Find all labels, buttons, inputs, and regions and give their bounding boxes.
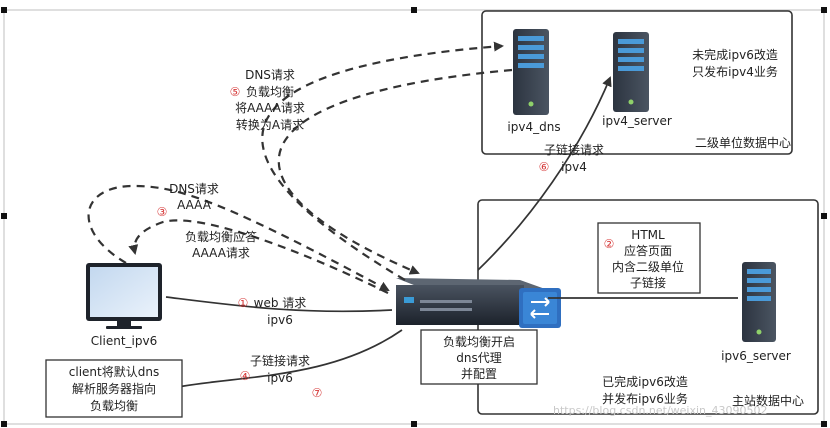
flow-lb-answer-line-2: AAAA请求 bbox=[192, 246, 250, 260]
lb-note-1: 负载均衡开启 bbox=[443, 335, 515, 349]
html-box-line-1: HTML bbox=[631, 228, 665, 242]
secondary-datacenter-box bbox=[481, 10, 793, 155]
main-datacenter-title: 主站数据中心 bbox=[732, 393, 804, 408]
ipv6-server-label: ipv6_server bbox=[721, 349, 791, 363]
html-box-line-3: 内含二级单位 bbox=[612, 259, 684, 274]
flow-lb-answer-line-1: 负载均衡应答 bbox=[185, 229, 257, 244]
flow-web-req-line-1: web 请求 bbox=[254, 296, 307, 310]
flow-lb-dns-line-1: DNS请求 bbox=[245, 68, 295, 82]
flow-dns-aaaa-line-1: DNS请求 bbox=[169, 182, 219, 196]
html-response-box bbox=[597, 222, 701, 294]
client-note-1: client将默认dns bbox=[69, 364, 159, 379]
client-label: Client_ipv6 bbox=[91, 334, 157, 348]
ipv4-dns-server-icon bbox=[513, 29, 549, 115]
flow-dns-aaaa-line-2: AAAA bbox=[177, 198, 212, 212]
step-1-number: ① bbox=[238, 296, 249, 310]
dashed-connections bbox=[87, 41, 513, 294]
main-note-1: 已完成ipv6改造 bbox=[602, 374, 688, 389]
client-note-3: 负载均衡 bbox=[90, 399, 138, 413]
lb-note-2: dns代理 bbox=[456, 351, 501, 365]
step-2-number: ② bbox=[604, 237, 615, 251]
flow-lb-dns-line-2: 负载均衡 bbox=[246, 85, 294, 99]
step-6-number: ⑥ bbox=[539, 160, 550, 174]
step-4-number: ④ bbox=[240, 369, 251, 383]
ipv6-server-icon bbox=[742, 262, 776, 342]
ipv4-server-label: ipv4_server bbox=[602, 114, 672, 128]
solid-connections bbox=[165, 76, 738, 389]
lb-note-3: 并配置 bbox=[461, 367, 497, 381]
flow-lb-dns-line-3: 将AAAA请求 bbox=[235, 101, 305, 115]
client-note-box bbox=[45, 359, 183, 418]
ipv4-server-icon bbox=[613, 32, 649, 112]
flow-sublink-v4-line-1: 子链接请求 bbox=[544, 142, 604, 157]
flow-web-req-line-2: ipv6 bbox=[267, 313, 293, 327]
lb-note-box bbox=[420, 329, 538, 385]
watermark: https://blog.csdn.net/weixin_43090502 bbox=[553, 404, 768, 417]
load-balancer-icon bbox=[396, 278, 561, 328]
client-note-2: 解析服务器指向 bbox=[72, 381, 156, 396]
secondary-note-2: 只发布ipv4业务 bbox=[692, 64, 778, 79]
step-5-number: ⑤ bbox=[230, 85, 241, 99]
main-note-2: 并发布ipv6业务 bbox=[602, 391, 688, 406]
step-3-number: ③ bbox=[157, 205, 168, 219]
html-box-line-2: 应答页面 bbox=[624, 243, 672, 258]
secondary-datacenter-title: 二级单位数据中心 bbox=[695, 135, 791, 150]
selection-handles bbox=[1, 7, 827, 427]
flow-sublink-v6-line-1: 子链接请求 bbox=[250, 353, 310, 368]
flow-sublink-v6-line-2: ipv6 bbox=[267, 371, 293, 385]
client-monitor-icon bbox=[86, 263, 162, 329]
secondary-note-1: 未完成ipv6改造 bbox=[692, 47, 778, 62]
flow-lb-dns-line-4: 转换为A请求 bbox=[236, 117, 304, 132]
labels: 未完成ipv6改造 只发布ipv4业务 ipv4_dns ipv4_server… bbox=[69, 47, 804, 417]
flow-sublink-v4-line-2: ipv4 bbox=[561, 160, 587, 174]
step-7-number: ⑦ bbox=[312, 386, 323, 400]
ipv4-dns-label: ipv4_dns bbox=[507, 120, 560, 134]
html-box-line-4: 子链接 bbox=[630, 275, 666, 290]
